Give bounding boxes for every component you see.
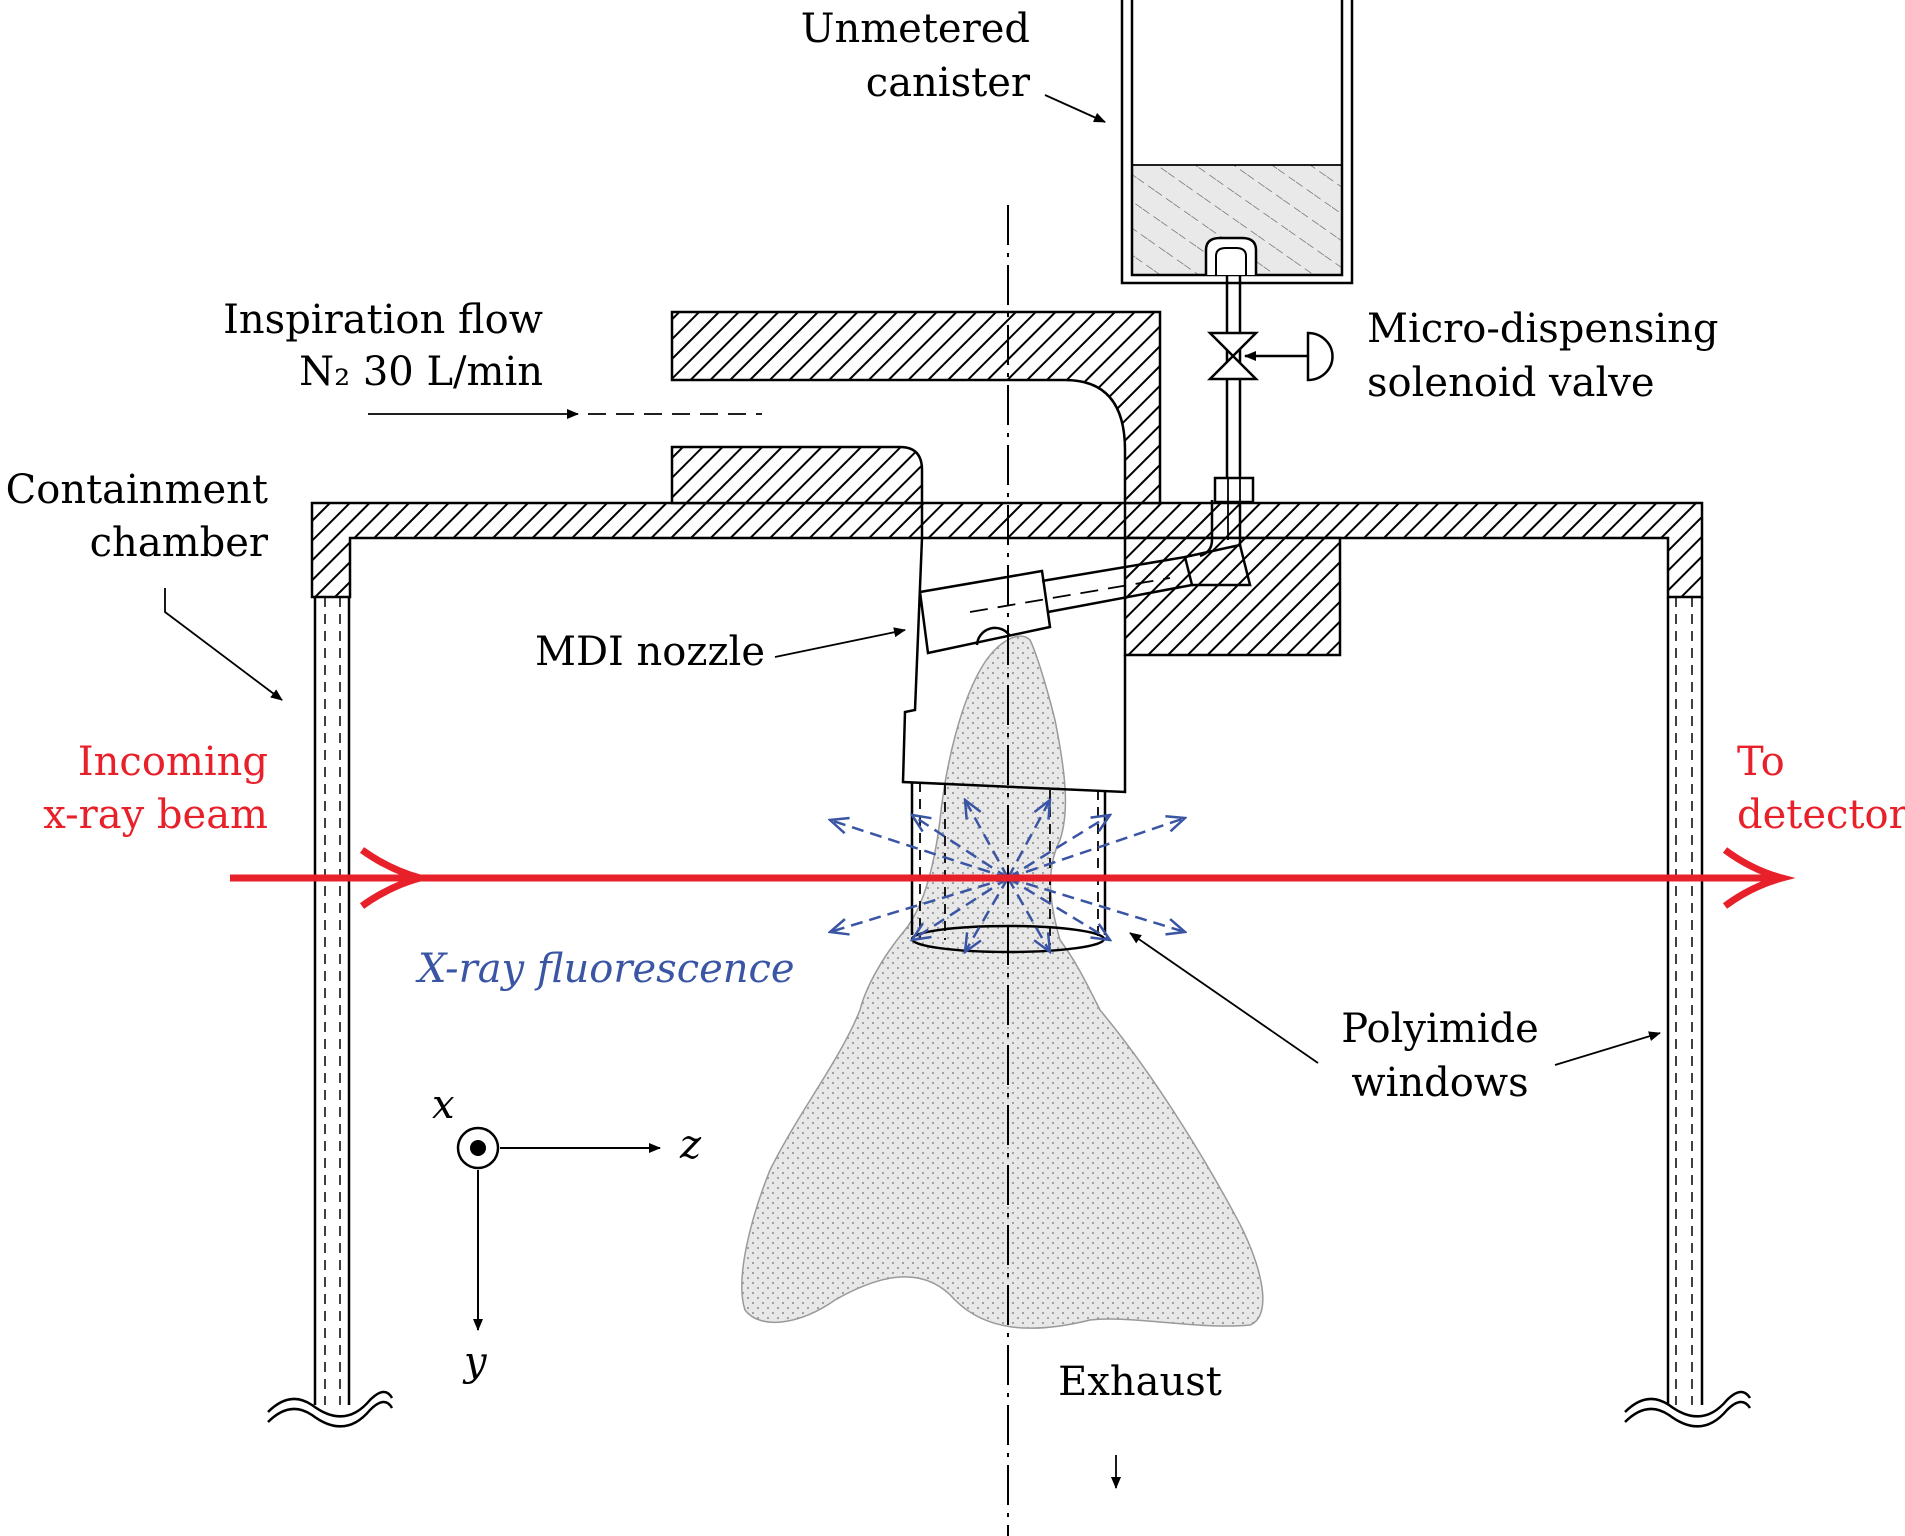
coordinate-axes	[456, 1126, 661, 1331]
detector-label-line1: To	[1737, 739, 1785, 785]
inspiration-label-line1: Inspiration flow	[223, 297, 543, 343]
axis-y-label: y	[462, 1339, 488, 1385]
mdi-nozzle-tube	[918, 569, 1052, 655]
chamber-label-line1: Containment	[6, 467, 268, 513]
nozzle-block	[1123, 536, 1342, 657]
chamber-left-wall	[267, 597, 394, 1428]
canister-label-line1: Unmetered	[801, 6, 1030, 52]
leader-lines	[164, 94, 1661, 1489]
incoming-beam-label-line1: Incoming	[78, 739, 268, 785]
chamber-right-wall	[1624, 597, 1752, 1428]
incoming-beam-label-line2: x-ray beam	[43, 792, 268, 838]
chamber-label-line2: chamber	[90, 520, 269, 566]
windows-label-line1: Polyimide	[1341, 1006, 1539, 1052]
canister-label-line2: canister	[866, 60, 1031, 106]
unmetered-canister	[1120, 0, 1354, 285]
valve-label-line1: Micro-dispensing	[1367, 306, 1719, 352]
windows-label-line2: windows	[1351, 1060, 1528, 1106]
exhaust-label: Exhaust	[1058, 1359, 1222, 1405]
axis-z-label: z	[679, 1122, 702, 1168]
nozzle-label: MDI nozzle	[535, 629, 765, 675]
xray-beam	[230, 847, 1796, 909]
valve-label-line2: solenoid valve	[1367, 360, 1655, 406]
inspiration-label-line2: N₂ 30 L/min	[299, 349, 543, 395]
solenoid-valve	[1206, 331, 1334, 382]
fluorescence-label: X-ray fluorescence	[415, 946, 795, 992]
inspiration-duct-outer	[670, 310, 1162, 505]
detector-label-line2: detector	[1737, 792, 1905, 838]
spray-plume	[741, 635, 1264, 1329]
inspiration-duct-inner	[670, 445, 924, 505]
axis-x-label: x	[432, 1082, 455, 1128]
fluorescence-arrows	[830, 800, 1185, 952]
nozzle-housing	[901, 537, 1127, 794]
